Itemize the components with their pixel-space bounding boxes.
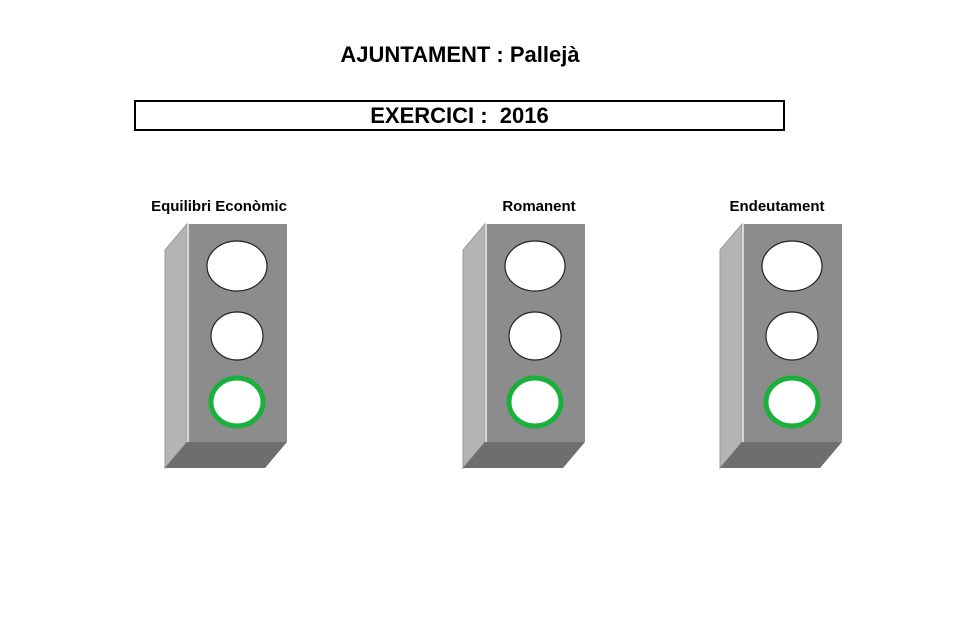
housing-bottom [463,442,585,468]
housing-side [719,222,743,470]
lamp-green [763,375,821,429]
traffic-light-icon [164,222,287,470]
traffic-light-label: Equilibri Econòmic [151,198,287,215]
page-title: AJUNTAMENT : Pallejà [340,42,580,67]
lamp-off [765,311,819,361]
lamp-off [206,240,268,292]
traffic-light-icon [462,222,585,470]
lamp-off [508,311,562,361]
lamp-off [504,240,566,292]
housing-bottom [165,442,287,468]
lamp-green [506,375,564,429]
housing-side [462,222,486,470]
housing-bottom [720,442,842,468]
lamp-off [210,311,264,361]
year-box: EXERCICI : 2016 [134,100,785,131]
traffic-light-icon [719,222,842,470]
traffic-light-label: Romanent [502,198,576,215]
housing-side [164,222,188,470]
lamp-green [208,375,266,429]
lamp-off [761,240,823,292]
traffic-light-label: Endeutament [729,198,825,215]
